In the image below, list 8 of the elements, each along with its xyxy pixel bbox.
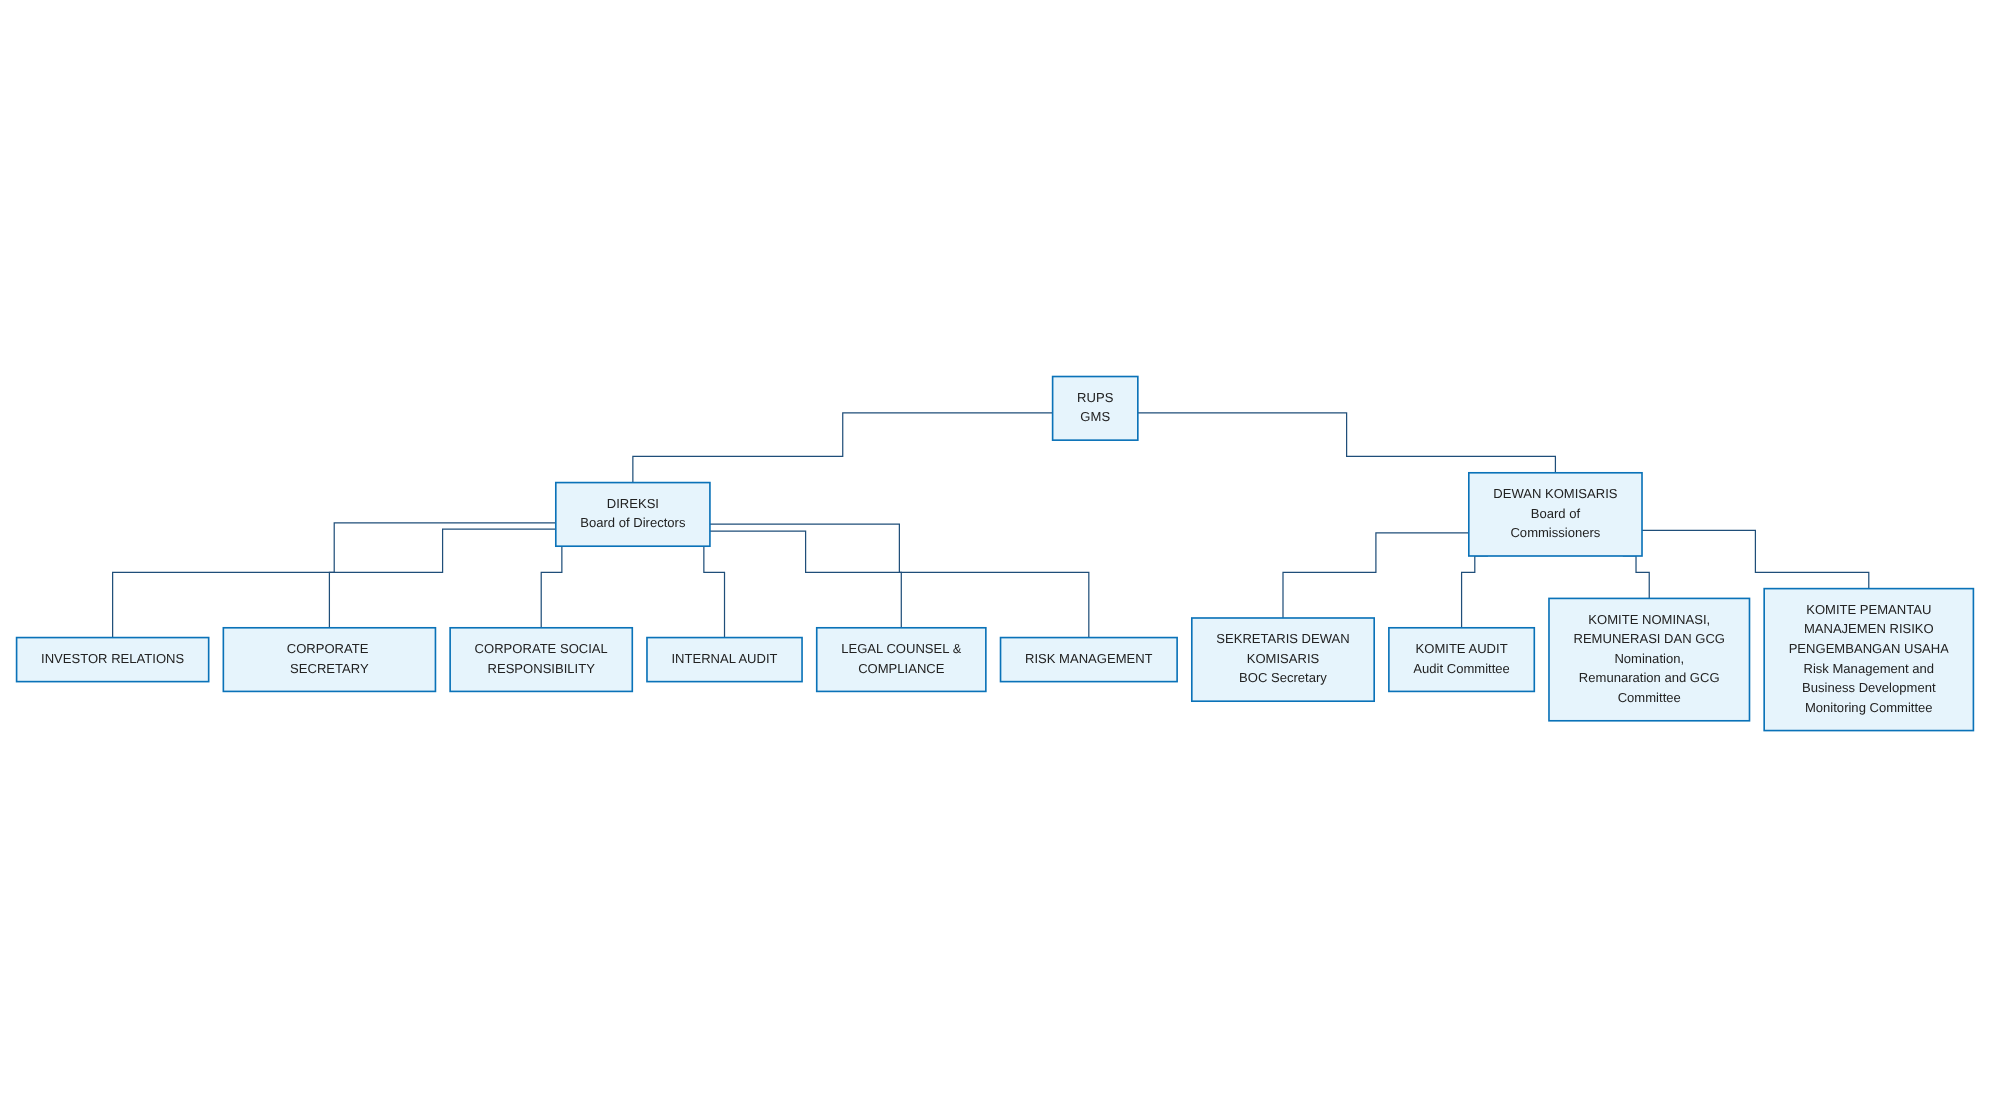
connector [112, 522, 557, 639]
connector [632, 412, 1054, 484]
connector [709, 530, 902, 629]
connector [1282, 532, 1470, 620]
connector [709, 524, 1090, 639]
connector [328, 528, 557, 629]
connector [1137, 412, 1556, 474]
connector [1641, 530, 1870, 590]
